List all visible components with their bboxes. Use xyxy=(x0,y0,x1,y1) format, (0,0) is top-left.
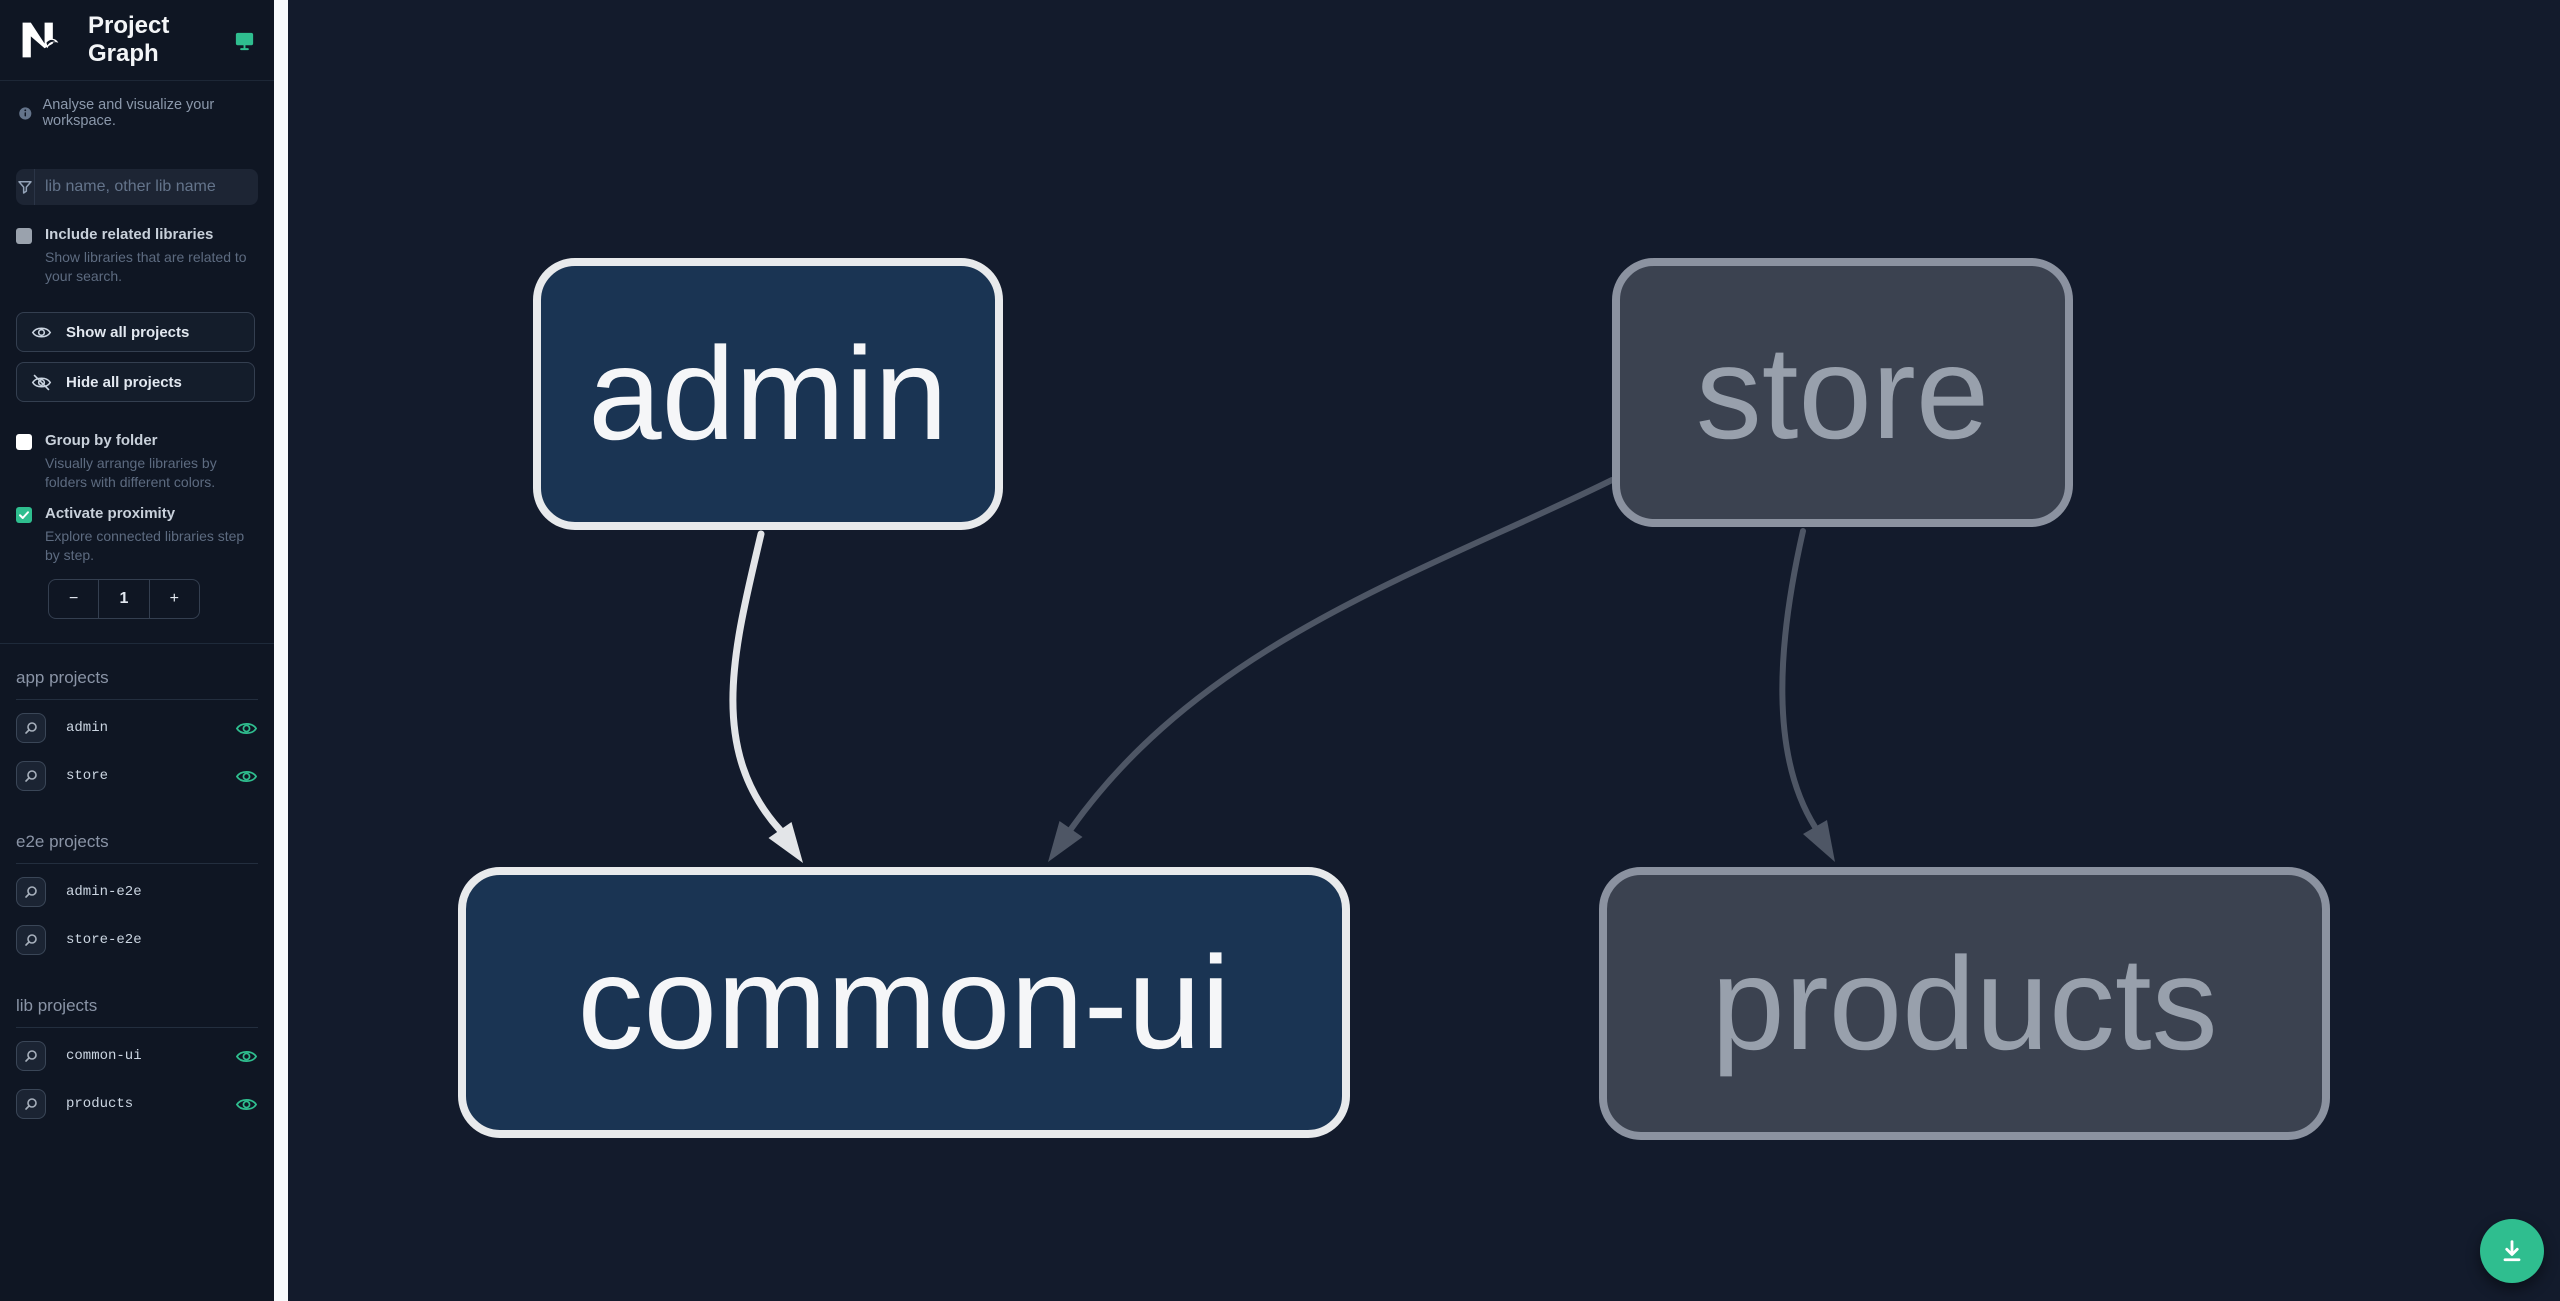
sidebar-header: Project Graph xyxy=(0,0,274,81)
option-activate-proximity: Activate proximity Explore connected lib… xyxy=(0,505,274,565)
project-name: common-ui xyxy=(66,1048,142,1064)
activate-proximity-label: Activate proximity xyxy=(45,505,176,522)
proximity-increment-button[interactable]: + xyxy=(150,580,199,618)
edge-store-to-products[interactable] xyxy=(1779,528,1835,862)
project-name: admin-e2e xyxy=(66,884,142,900)
info-icon xyxy=(19,106,32,120)
show-all-projects-label: Show all projects xyxy=(66,323,190,341)
activate-proximity-description: Explore connected libraries step by step… xyxy=(45,528,245,563)
project-row-store-e2e: store-e2e xyxy=(0,920,274,960)
eye-icon xyxy=(235,1098,257,1110)
group-by-folder-description: Visually arrange libraries by folders wi… xyxy=(45,455,217,490)
eye-toggle-visible[interactable] xyxy=(234,764,258,788)
proximity-depth-stepper: − 1 + xyxy=(48,579,200,619)
focus-icon xyxy=(25,1098,37,1110)
project-row-products: products xyxy=(0,1084,274,1124)
focus-icon xyxy=(25,934,37,946)
eye-icon xyxy=(31,326,52,338)
focus-project-button[interactable] xyxy=(16,1089,46,1119)
eye-off-icon xyxy=(31,374,52,390)
node-label-admin: admin xyxy=(588,320,948,467)
include-related-description: Show libraries that are related to your … xyxy=(45,249,247,284)
workspace-info: Analyse and visualize your workspace. xyxy=(0,97,274,129)
focus-project-button[interactable] xyxy=(16,761,46,791)
project-name: admin xyxy=(66,720,109,736)
focus-project-button[interactable] xyxy=(16,713,46,743)
include-related-label: Include related libraries xyxy=(45,226,214,243)
eye-icon xyxy=(235,1050,257,1062)
eye-icon xyxy=(235,722,257,734)
filter-input[interactable] xyxy=(35,169,258,205)
funnel-icon xyxy=(16,169,35,205)
edge-admin-to-common-ui[interactable] xyxy=(729,530,803,863)
app-title: Project Graph xyxy=(88,12,170,67)
project-name: store xyxy=(66,768,109,784)
section-title-app-projects: app projects xyxy=(16,668,258,700)
project-row-store: store xyxy=(0,756,274,796)
section-title-e2e-projects: e2e projects xyxy=(16,832,258,864)
project-name: products xyxy=(66,1096,134,1112)
project-name: store-e2e xyxy=(66,932,142,948)
proximity-depth-value: 1 xyxy=(98,580,150,618)
focus-project-button[interactable] xyxy=(16,1041,46,1071)
focus-project-button[interactable] xyxy=(16,925,46,955)
edge-store-to-common-ui[interactable] xyxy=(1048,477,1615,862)
check-icon xyxy=(19,511,29,519)
proximity-decrement-button[interactable]: − xyxy=(49,580,98,618)
group-by-folder-label: Group by folder xyxy=(45,432,158,449)
nx-logo xyxy=(22,22,59,58)
graph-node-products[interactable]: products xyxy=(1599,867,2330,1140)
eye-toggle-visible[interactable] xyxy=(234,716,258,740)
graph-node-store[interactable]: store xyxy=(1612,258,2073,527)
focus-project-button[interactable] xyxy=(16,877,46,907)
sidebar-section-divider xyxy=(0,643,274,644)
workspace-info-text: Analyse and visualize your workspace. xyxy=(42,97,215,129)
download-graph-button[interactable] xyxy=(2480,1219,2544,1283)
graph-node-common-ui[interactable]: common-ui xyxy=(458,867,1350,1138)
include-related-checkbox[interactable] xyxy=(16,228,32,244)
project-row-admin: admin xyxy=(0,708,274,748)
eye-icon xyxy=(235,770,257,782)
section-title-lib-projects: lib projects xyxy=(16,996,258,1028)
monitor-icon xyxy=(235,32,254,50)
eye-toggle-visible[interactable] xyxy=(234,1044,258,1068)
group-by-folder-checkbox[interactable] xyxy=(16,434,32,450)
download-icon xyxy=(2503,1240,2521,1262)
project-row-admin-e2e: admin-e2e xyxy=(0,872,274,912)
theme-monitor-button[interactable] xyxy=(233,29,256,52)
project-row-common-ui: common-ui xyxy=(0,1036,274,1076)
focus-icon xyxy=(25,722,37,734)
node-label-common-ui: common-ui xyxy=(577,928,1231,1076)
arrowhead-store-to-products xyxy=(1803,820,1835,862)
arrowhead-admin-to-common-ui xyxy=(768,822,803,863)
option-include-related: Include related libraries Show libraries… xyxy=(0,226,274,286)
activate-proximity-checkbox[interactable] xyxy=(16,507,32,523)
sidebar-divider xyxy=(274,0,288,1301)
hide-all-projects-button[interactable]: Hide all projects xyxy=(16,362,255,402)
option-group-by-folder: Group by folder Visually arrange librari… xyxy=(0,432,274,492)
graph-node-admin[interactable]: admin xyxy=(533,258,1003,530)
focus-icon xyxy=(25,1050,37,1062)
show-all-projects-button[interactable]: Show all projects xyxy=(16,312,255,352)
hide-all-projects-label: Hide all projects xyxy=(66,373,182,391)
eye-toggle-visible[interactable] xyxy=(234,1092,258,1116)
focus-icon xyxy=(25,886,37,898)
sidebar: Project Graph Analyse and visualize your… xyxy=(0,0,274,1301)
node-label-store: store xyxy=(1695,318,1990,466)
arrowhead-store-to-common-ui xyxy=(1048,821,1083,862)
focus-icon xyxy=(25,770,37,782)
node-label-products: products xyxy=(1711,929,2218,1077)
filter-box xyxy=(16,169,258,205)
